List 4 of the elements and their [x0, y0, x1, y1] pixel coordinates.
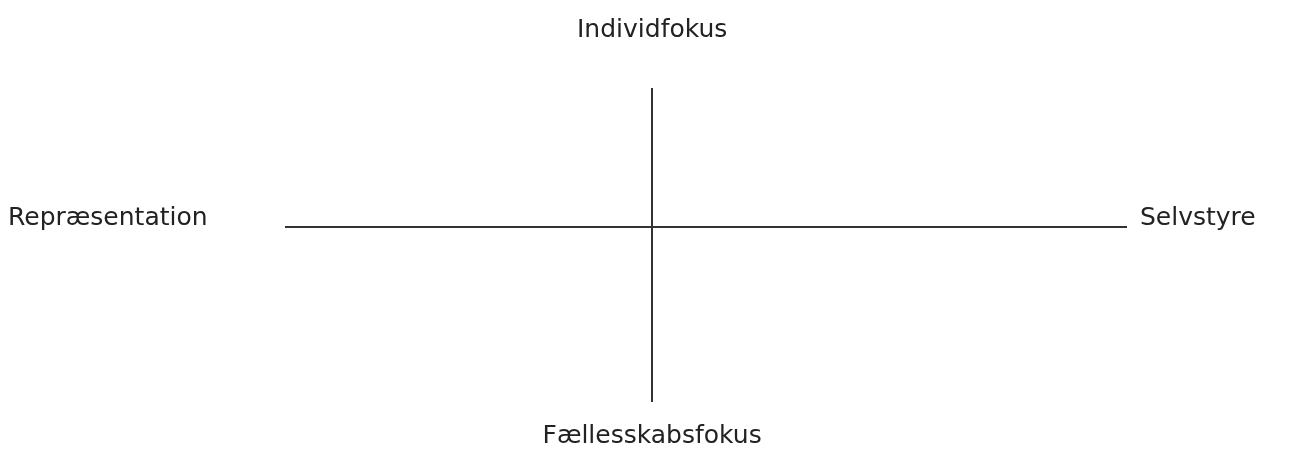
axis-label: Fællesskabsfokus [542, 420, 762, 450]
axis-label: Selvstyre [1140, 202, 1256, 232]
axis-label: Repræsentation [8, 202, 208, 232]
axis-label: Individfokus [577, 14, 728, 44]
